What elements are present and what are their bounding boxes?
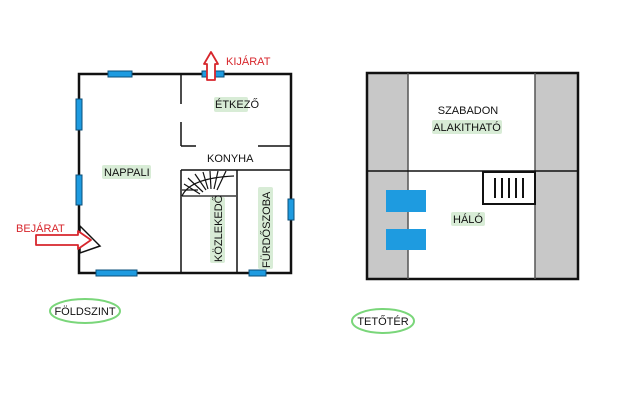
attic-outer-wall: [365, 71, 580, 281]
room-label-szabadon: SZABADON: [438, 105, 499, 117]
room-label-kozlekedo: KÖZLEKEDŐ: [211, 194, 225, 262]
window-north-left: [107, 70, 133, 78]
entrance-arrow: [35, 230, 92, 250]
exit-arrow: [203, 51, 219, 81]
ground-floor-outer-wall: [77, 72, 293, 275]
attic-gray-bottom-right: [535, 171, 578, 279]
room-label-halo: HÁLÓ: [453, 213, 483, 226]
roof-window-upper: [386, 190, 426, 212]
exit-label: KIJÁRAT: [226, 55, 271, 68]
room-label-furdoszoba: FÜRDŐSZOBA: [259, 191, 273, 268]
window-west-lower: [75, 174, 83, 206]
ground-floor-badge: FÖLDSZINT: [54, 306, 115, 318]
room-label-alakithato: ALAKITHATÓ: [433, 121, 501, 134]
attic-gray-top-left: [367, 73, 408, 171]
room-label-etkezo: ÉTKEZŐ: [215, 97, 259, 111]
attic-stair-treads: [494, 178, 524, 198]
attic-badge-outline: [351, 308, 415, 334]
ground-floor-plan: KIJÁRAT BEJÁRAT ÉTKEZŐ NAPPALI KONYHA KÖ…: [16, 51, 295, 277]
room-label-nappali: NAPPALI: [104, 167, 150, 179]
room-label-konyha: KONYHA: [207, 153, 254, 165]
roof-window-lower: [386, 229, 426, 250]
staircase: [181, 170, 236, 197]
entrance-label: BEJÁRAT: [16, 222, 65, 235]
window-west-upper: [75, 98, 83, 131]
attic-plan: SZABADON ALAKITHATÓ HÁLÓ: [365, 71, 580, 281]
window-east: [287, 198, 295, 221]
attic-gray-top-right: [535, 73, 578, 171]
window-south-left: [95, 269, 138, 277]
window-south-right: [248, 269, 267, 277]
ground-floor-badge-outline: [49, 298, 121, 324]
attic-badge: TETŐTÉR: [357, 314, 408, 328]
attic-gray-bottom-left: [367, 171, 408, 279]
